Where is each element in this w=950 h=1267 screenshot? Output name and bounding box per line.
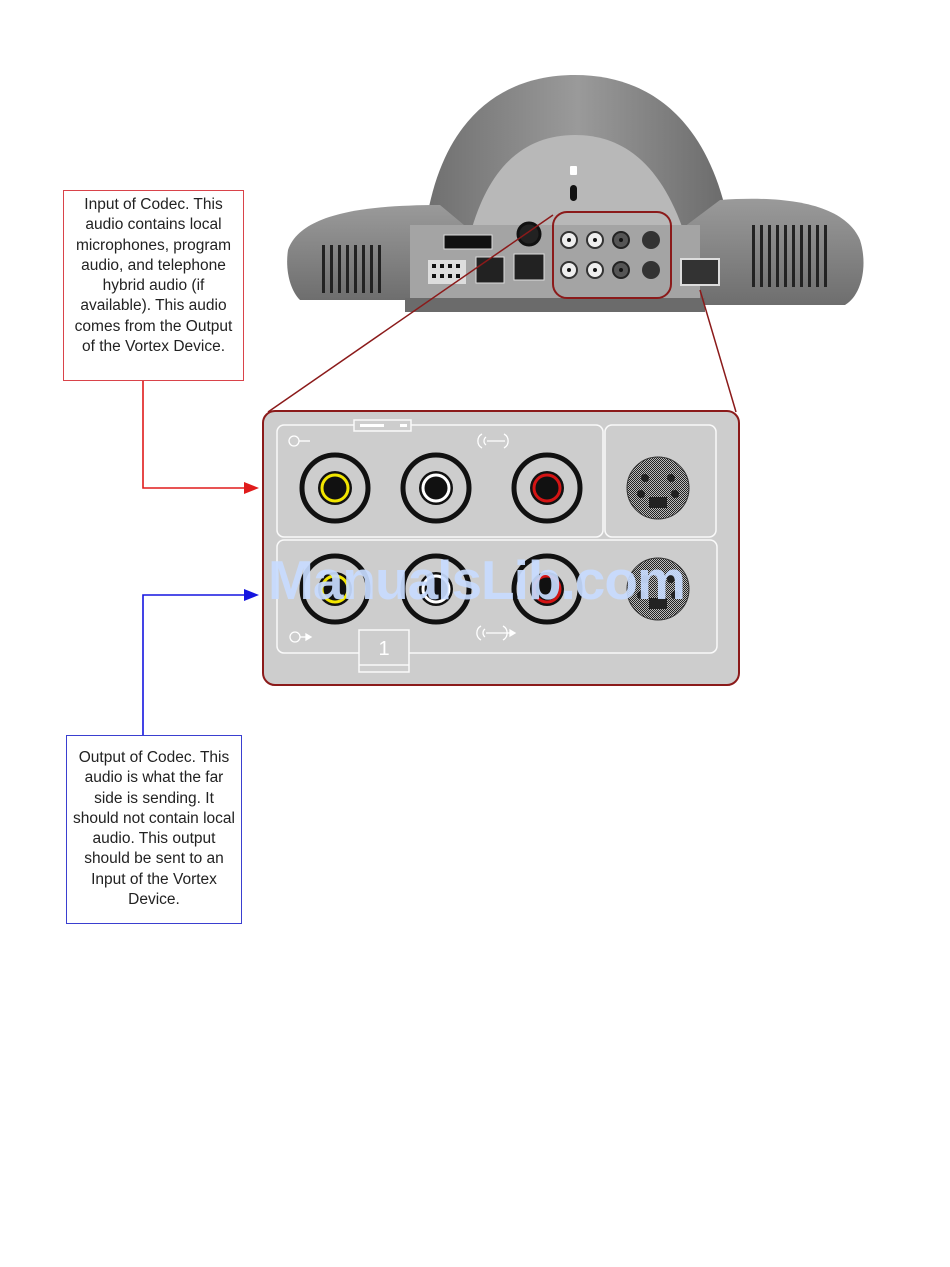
input-row-jack-yellow [299,452,371,524]
output-row-jack-white [400,553,472,625]
lock-icon [570,166,577,175]
enlarged-panel: 1 [262,410,740,686]
output-row-jack-yellow [299,553,371,625]
watermark: ManualsLib.com [268,549,686,611]
device-right-wing [680,198,864,305]
audio-in-icon [477,433,509,449]
zoom-line-left [267,214,554,413]
serial-port [443,234,493,250]
output-row-jack-red [511,553,583,625]
input-row-jack-red [511,452,583,524]
output-arrow [142,589,259,735]
output-callout-text: Output of Codec. This audio is what the … [72,749,235,909]
panel-number: 1 [378,638,389,660]
input-row-box [276,424,604,538]
device-illustration [287,75,864,312]
lan-port [513,253,545,281]
video-out-icon [289,631,313,643]
jacks-layer [299,452,690,625]
power-switch [680,258,720,286]
av-highlight [552,211,672,299]
right-vent [752,225,827,287]
input-row-svideo-connector [626,456,690,520]
zoom-line-right [699,289,737,413]
security-slot [570,185,577,201]
input-callout-text: Input of Codec. This audio contains loca… [74,196,233,356]
left-vent [322,245,381,293]
phone-port [475,256,505,284]
video-in-icon [288,435,310,447]
mic-port [428,260,466,284]
input-callout: Input of Codec. This audio contains loca… [63,190,244,381]
audio-out-icon [476,625,517,641]
output-callout: Output of Codec. This audio is what the … [66,735,242,924]
output-row-box [276,539,718,654]
input-arrow [142,381,259,494]
output-row-svideo-connector [626,557,690,621]
mini-av-jacks [560,231,660,279]
input-row-jack-white [400,452,472,524]
